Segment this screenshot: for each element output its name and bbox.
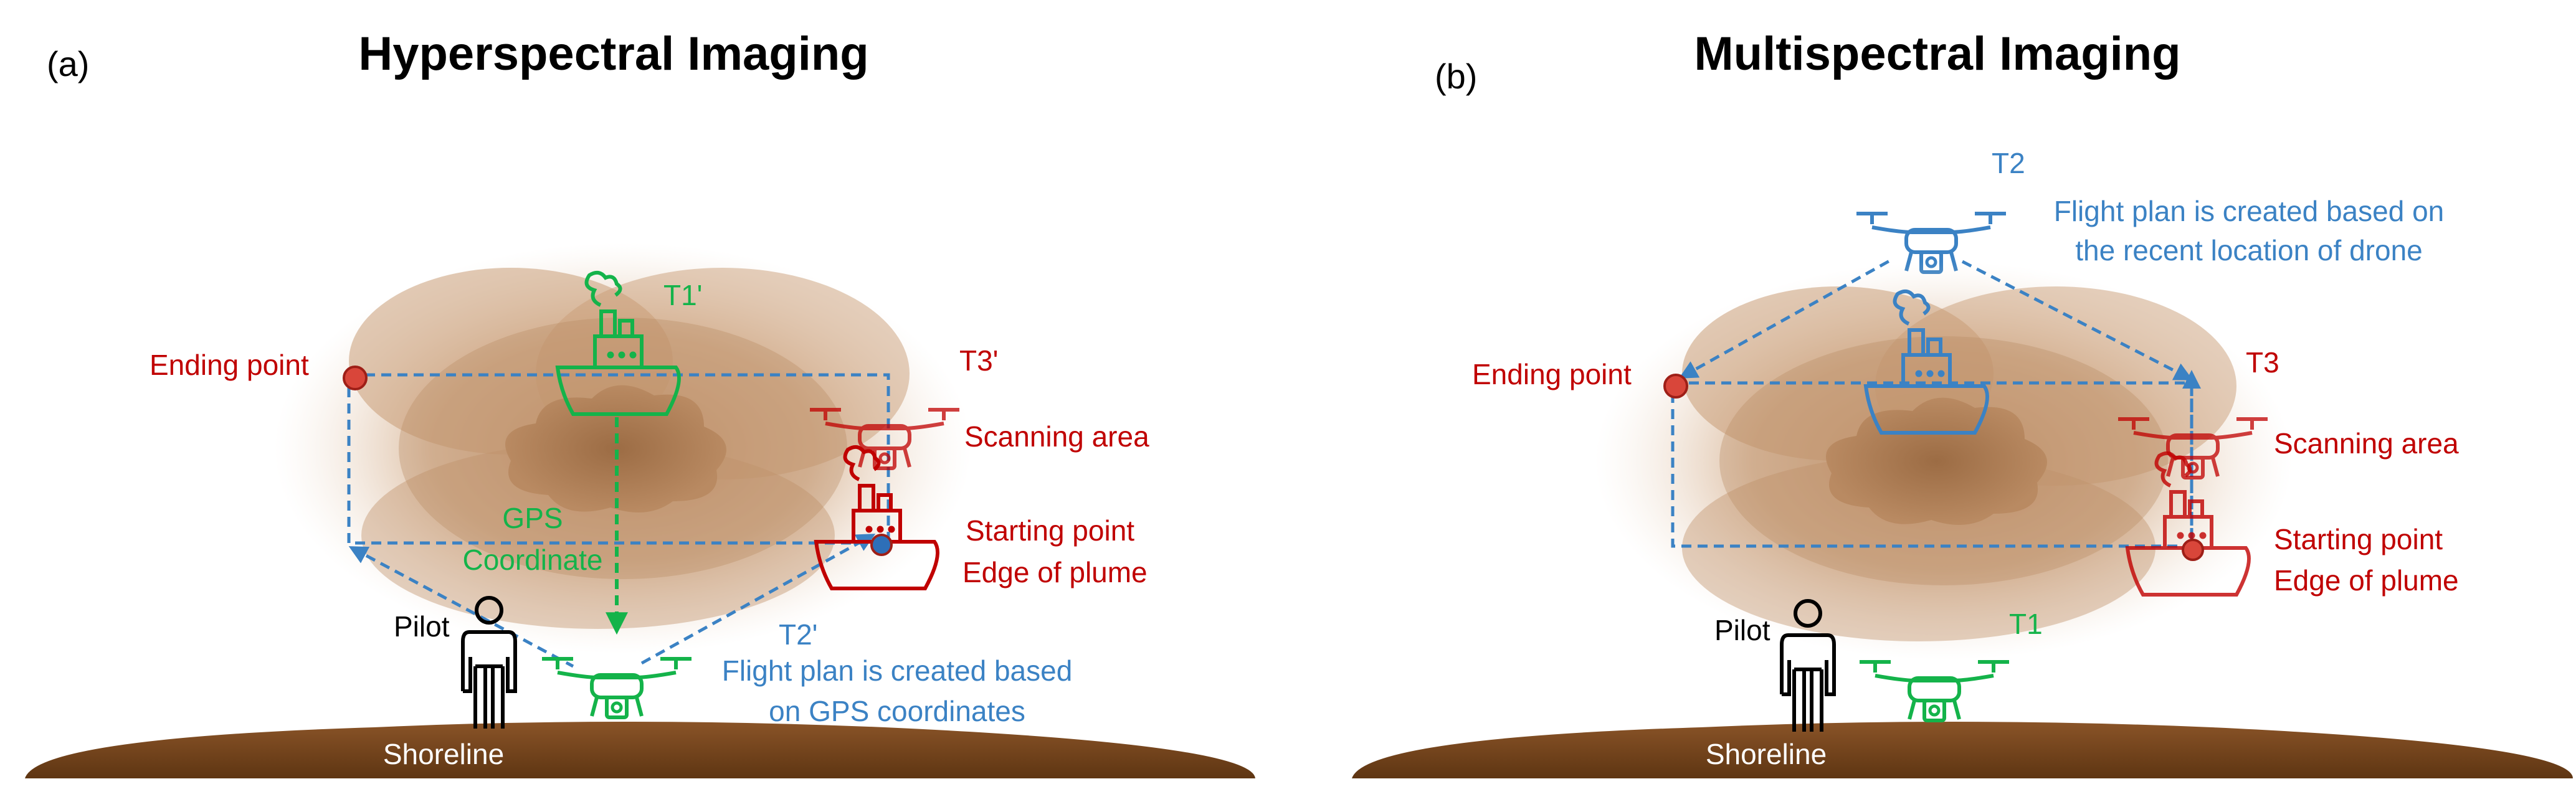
path-ending-to-drone [348, 546, 574, 668]
coordinate-label: Coordinate [462, 544, 602, 576]
flight-plan-line2: the recent location of drone [2075, 234, 2422, 267]
shoreline-label: Shoreline [1706, 738, 1827, 770]
panel-a-label: (a) [47, 44, 89, 83]
gps-label: GPS [502, 502, 563, 534]
path-ending-to-t2 [1678, 257, 1895, 379]
t2-label: T2' [779, 618, 817, 651]
pilot-label: Pilot [394, 610, 450, 643]
t1-label: T1' [663, 279, 702, 311]
ending-point-label: Ending point [1472, 358, 1632, 390]
point-marker-icon [870, 534, 893, 556]
pilot-label: Pilot [1714, 614, 1770, 646]
t1-label: T1 [2009, 608, 2043, 640]
flight-plan-line2: on GPS coordinates [769, 695, 1025, 727]
point-marker-icon [1663, 374, 1688, 399]
shoreline-ground [1352, 722, 2573, 778]
edge-of-plume-label: Edge of plume [2274, 564, 2459, 597]
panel-b-label: (b) [1435, 57, 1477, 96]
ending-point-label: Ending point [150, 349, 309, 381]
path-drone-to-start [640, 534, 876, 665]
flight-plan-line1: Flight plan is created based on [2054, 195, 2445, 227]
point-marker-icon [2182, 539, 2204, 561]
drone-icon [1860, 662, 2009, 720]
path-t2-to-start [1961, 260, 2193, 380]
shoreline-ground [25, 722, 1255, 778]
starting-point-label: Starting point [966, 514, 1134, 547]
t2-label: T2 [1992, 147, 2025, 179]
scanning-area-label: Scanning area [964, 420, 1149, 453]
t3-label: T3' [959, 344, 998, 377]
drone-icon [542, 659, 692, 717]
plume-core [505, 385, 726, 512]
panel-b-title: Multispectral Imaging [1694, 27, 2180, 80]
edge-of-plume-label: Edge of plume [962, 556, 1148, 588]
t3-label: T3 [2246, 346, 2279, 379]
panel-a: (a) Hyperspectral Imaging Ending point T… [25, 27, 1255, 778]
panel-a-title: Hyperspectral Imaging [358, 27, 868, 80]
panel-b: (b) Multispectral Imaging T2 Flight plan… [1352, 27, 2573, 778]
point-marker-icon [343, 366, 368, 390]
scanning-area-label: Scanning area [2274, 427, 2459, 460]
flight-plan-line1: Flight plan is created based [722, 654, 1073, 687]
starting-point-label: Starting point [2274, 523, 2443, 555]
shoreline-label: Shoreline [383, 738, 504, 770]
